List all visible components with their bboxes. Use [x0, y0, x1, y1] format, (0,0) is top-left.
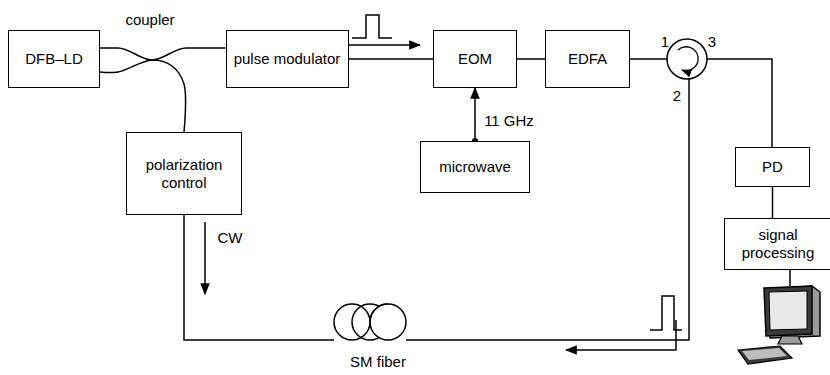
box-label: microwave — [439, 158, 511, 176]
laser-box: DFB–LD — [8, 30, 100, 88]
box-label: DFB–LD — [25, 50, 83, 68]
fiber-connector — [100, 60, 186, 132]
component-label: SM fiber — [350, 354, 406, 371]
monitor-bezel — [764, 286, 812, 336]
frequency-label: 11 GHz — [484, 113, 534, 130]
box-label: EDFA — [568, 50, 607, 68]
detector-box: PD — [735, 147, 810, 187]
circulator-symbol — [667, 39, 707, 79]
connector-group — [772, 187, 773, 218]
amplifier-box: EDFA — [545, 30, 630, 88]
circulator-arrow — [678, 47, 698, 71]
connector-group — [100, 48, 226, 60]
fiber-coil-turn — [370, 304, 406, 340]
port-number: 2 — [673, 88, 681, 105]
monitor-screen — [769, 291, 807, 330]
connector-group — [517, 59, 545, 60]
fiber-wire — [630, 58, 667, 60]
computer-icon — [738, 286, 820, 364]
fiber-connector — [349, 58, 434, 60]
fiber-coil-turn — [370, 304, 388, 322]
connector-group — [349, 59, 434, 60]
pulse-symbol — [352, 15, 392, 38]
box-label: EOM — [458, 50, 492, 68]
pulse-symbol — [650, 296, 682, 330]
direction-arrow — [204, 222, 206, 294]
controller-box: polarization control — [126, 132, 242, 215]
fiber-coil — [334, 304, 406, 340]
monitor-stand — [778, 336, 802, 344]
box-label: pulse modulator — [234, 50, 341, 68]
box-label: polarization control — [134, 156, 234, 192]
component-label: coupler — [125, 12, 174, 29]
direction-arrow — [566, 320, 676, 350]
fiber-wire — [707, 59, 772, 147]
fiber-connector — [517, 58, 545, 60]
processor-box: signal processing — [724, 218, 830, 270]
fiber-wire — [406, 79, 689, 340]
fiber-connector — [772, 187, 774, 218]
fiber-wire — [184, 215, 334, 340]
modulator-box: pulse modulator — [226, 30, 349, 88]
source-box: microwave — [420, 141, 530, 193]
connector-group — [472, 88, 478, 144]
signal-label: CW — [218, 230, 243, 247]
port-number: 3 — [708, 34, 716, 51]
box-label: signal processing — [732, 226, 824, 262]
fiber-connector — [474, 88, 476, 141]
keyboard — [738, 346, 792, 364]
connector-group — [100, 60, 186, 132]
port-number: 1 — [661, 34, 669, 51]
modulator-box: EOM — [433, 30, 517, 88]
keyboard-keys — [742, 348, 787, 360]
direction-arrow — [344, 44, 420, 46]
signal-wire — [789, 270, 791, 286]
fiber-connector — [100, 48, 226, 60]
box-label: PD — [762, 158, 783, 176]
